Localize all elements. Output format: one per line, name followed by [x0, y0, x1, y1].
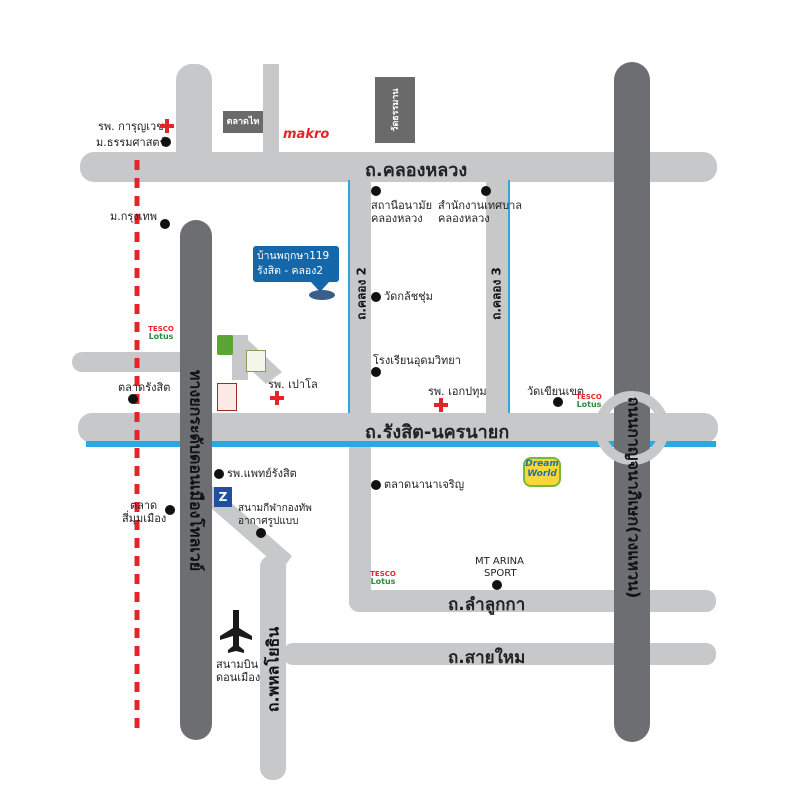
- label-wat-klachum: วัดกล้ชชุ่ม: [384, 290, 433, 303]
- dot-rongrian: [371, 367, 381, 377]
- canal-khlong2: [348, 180, 350, 413]
- dot-talat-rangsit: [128, 394, 138, 404]
- label-airport-line1: สนามบิน: [216, 658, 259, 671]
- makro-logo: makro: [283, 127, 330, 142]
- road-diag-stub: [232, 335, 248, 380]
- dot-mt-arina: [492, 580, 502, 590]
- label-rp-ekpukhum: รพ. เอกปทุม: [428, 385, 487, 398]
- dot-krungthep: [160, 219, 170, 229]
- label-mt-arina-line1: MT ARINA: [475, 556, 524, 567]
- road-khlong-3: [486, 170, 508, 420]
- home-location-pin: [309, 290, 335, 300]
- interchange-ring: [595, 391, 669, 465]
- highway-left-tollway: [180, 220, 212, 740]
- hospital-icon-ekpukhum: [434, 398, 448, 412]
- road-label-khlong-3: ถ.คลอง 3: [489, 267, 504, 320]
- road-label-right-highway: ถนนกาญจนาภิเษก(วงแหวน): [624, 396, 644, 599]
- shop-icon-green: [217, 335, 233, 355]
- dot-wat-klachum: [371, 292, 381, 302]
- tesco-text: TESCO: [370, 570, 396, 578]
- label-talat-simuang-line2: สี่มุมเมือง: [122, 512, 167, 525]
- road-label-khlong-luang: ถ.คลองหลวง: [365, 160, 468, 181]
- label-talat-simuang-line1: ตลาด: [130, 499, 158, 512]
- label-m-krungthep: ม.กรุงเทพ: [110, 210, 157, 223]
- road-label-left-tollway: ทางยกระดับดอนเมืองโทลเวย์: [186, 369, 206, 572]
- home-callout: บ้านพฤกษา119 รังสิต - คลอง2: [253, 246, 339, 282]
- road-label-khlong-2: ถ.คลอง 2: [354, 267, 369, 320]
- dot-sathani-anamai: [371, 186, 381, 196]
- dot-samnakngan: [481, 186, 491, 196]
- dream-world-logo: Dream World: [523, 457, 561, 487]
- label-m-thammasat: ม.ธรรมศาสตร์: [96, 136, 166, 149]
- shop-icon-leaf: [246, 350, 266, 372]
- road-lam-luk-ka: [349, 590, 716, 612]
- label-samnakngan-line2: คลองหลวง: [438, 212, 490, 225]
- road-khlong-luang: [80, 152, 717, 182]
- road-outer-left: [176, 64, 212, 174]
- canal-khlong3: [508, 180, 510, 413]
- road-label-lam-luk-ka: ถ.ลำลูกกา: [448, 595, 526, 615]
- road-khlong-2-south: [349, 440, 371, 605]
- home-callout-tail: [311, 282, 329, 292]
- road-label-sai-mai: ถ.สายใหม: [448, 648, 526, 668]
- label-sanam-kila-line2: อากาศรูปแบบ: [238, 516, 299, 527]
- home-callout-line1: บ้านพฤกษา119: [257, 250, 330, 262]
- road-diagonal-phahon: [202, 486, 292, 570]
- label-sanam-kila-line1: สนามกีฬากองทัพ: [238, 503, 312, 514]
- tesco-lotus-center: TESCO Lotus: [368, 570, 398, 586]
- lotus-text: Lotus: [370, 577, 396, 586]
- tesco-lotus-right: TESCO Lotus: [574, 393, 604, 409]
- label-rp-paolo: รพ. เปาโล: [268, 378, 318, 391]
- dot-wat-khian: [553, 397, 563, 407]
- label-talat-rangsit: ตลาดรังสิต: [118, 381, 171, 394]
- road-sai-mai: [283, 643, 716, 665]
- shop-icon-building: [217, 383, 237, 411]
- home-callout-line2: รังสิต - คลอง2: [257, 265, 324, 277]
- road-phahon-yothin: [260, 555, 286, 780]
- label-talat-nana: ตลาดนานาเจริญ: [384, 478, 465, 491]
- dot-thammasat: [161, 137, 171, 147]
- label-mt-arina-line2: SPORT: [484, 568, 517, 579]
- highway-right-kanchanaphisek: [614, 62, 650, 742]
- label-rp-karunyawet: รพ. การุญเวช: [98, 120, 164, 133]
- tesco-text: TESCO: [576, 393, 602, 401]
- lotus-text: Lotus: [576, 400, 602, 409]
- road-label-phahon-yothin: ถ.พหลโยธิน: [263, 626, 283, 713]
- label-rongrian: โรงเรียนอุดมวิทยา: [373, 354, 461, 367]
- label-wat-khian: วัดเขียนเขต: [527, 385, 584, 398]
- road-label-rangsit-nakhon-nayok: ถ.รังสิต-นครนายก: [365, 422, 510, 443]
- hospital-icon-karunyawet: [160, 119, 174, 133]
- tesco-lotus-left: TESCO Lotus: [146, 325, 176, 341]
- dot-talat-nana: [371, 480, 381, 490]
- airplane-icon: [220, 610, 252, 653]
- label-airport-line2: ดอนเมือง: [216, 671, 261, 684]
- dot-talat-simuang: [165, 505, 175, 515]
- lotus-text: Lotus: [148, 332, 174, 341]
- label-sathani-anamai-line2: คลองหลวง: [371, 212, 423, 225]
- dot-rp-phaet: [214, 469, 224, 479]
- road-top-left-spur: [263, 64, 279, 164]
- label-samnakngan-line1: สำนักงานเทศบาล: [438, 199, 523, 212]
- label-sathani-anamai-line1: สถานีอนามัย: [371, 199, 433, 212]
- tesco-text: TESCO: [148, 325, 174, 333]
- wat-tham-building: วัดธรรมาน: [375, 77, 415, 143]
- canal: [86, 441, 716, 447]
- hospital-icon-paolo: [270, 391, 284, 405]
- talat-thai-building: ตลาดไท: [223, 111, 263, 133]
- road-khlong-2: [349, 170, 371, 420]
- road-rangsit-nakhon-nayok: [78, 413, 718, 443]
- roads: [72, 64, 718, 780]
- hospital-icon-phaet-z: Z: [214, 487, 232, 507]
- label-rp-phaet-rangsit: รพ.แพทย์รังสิต: [227, 467, 297, 480]
- wat-tham-label: วัดธรรมาน: [391, 88, 401, 132]
- dot-sanam-kila: [256, 528, 266, 538]
